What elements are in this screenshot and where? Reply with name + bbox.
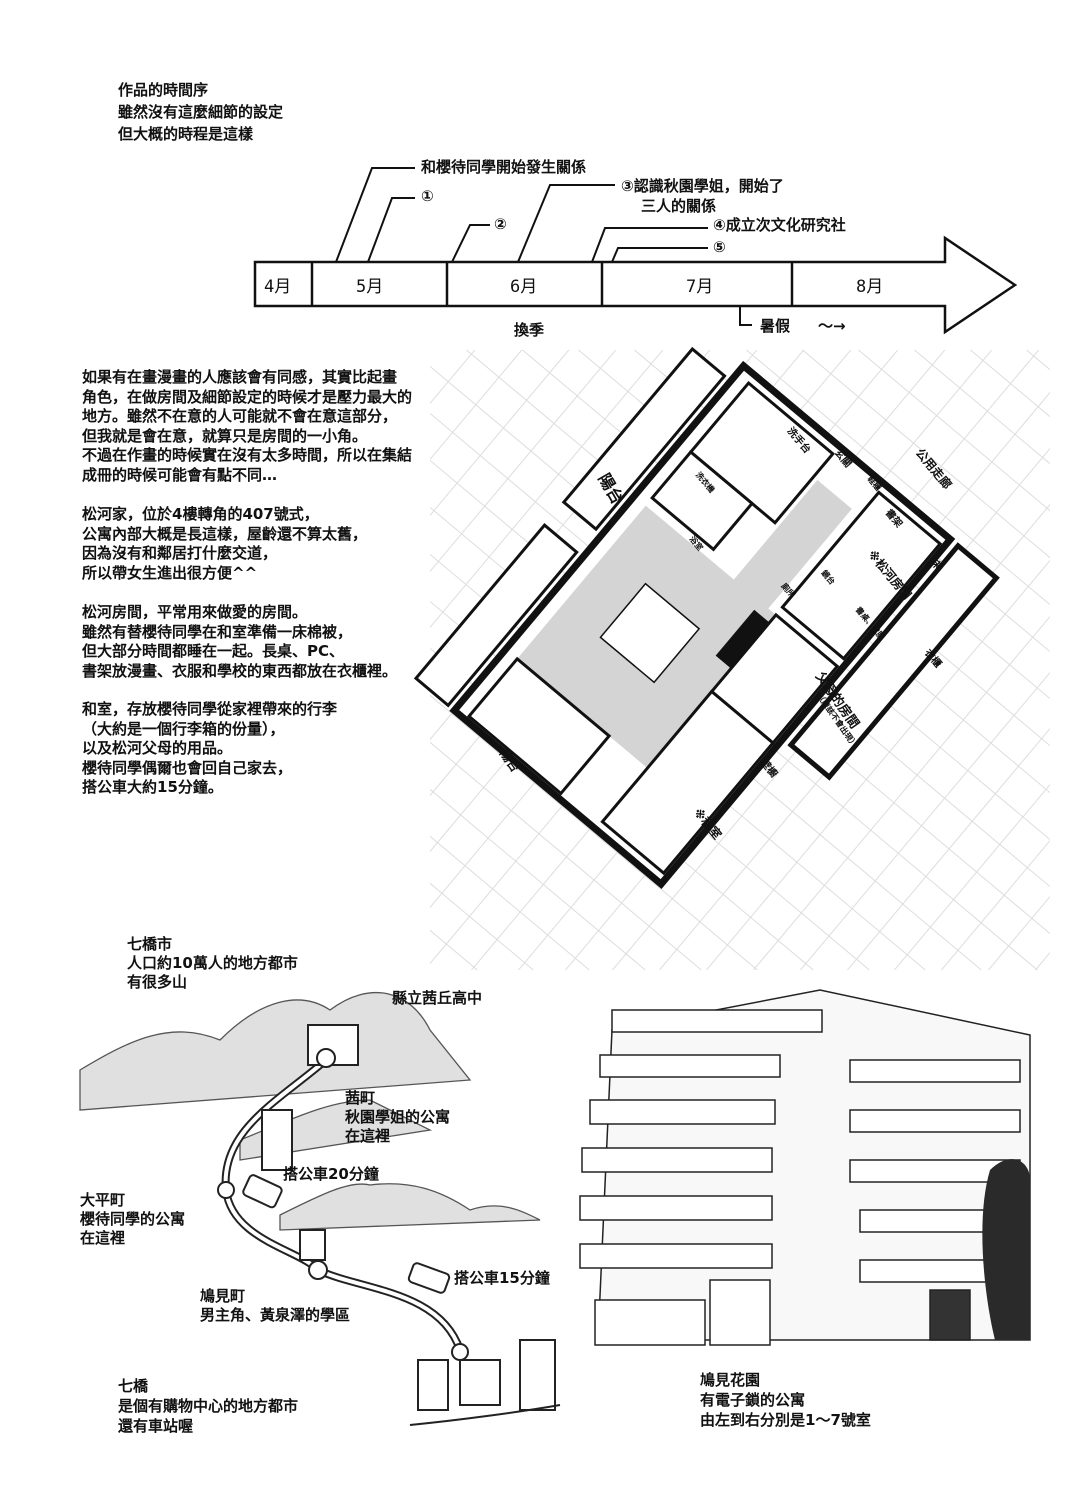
grid-line [430, 350, 837, 834]
grid-line [430, 592, 927, 970]
header-line-2: 雖然沒有這麼細節的設定 [118, 103, 284, 121]
text-line: 和室，存放櫻待同學從家裡帶來的行李 [82, 700, 338, 718]
text-line: （大約是一個行李箱的份量）， [82, 719, 285, 738]
month-june: 6月 [510, 277, 538, 297]
map-nanahashi-desc-1: 是個有購物中心的地方都市 [118, 1397, 299, 1415]
month-april: 4月 [264, 277, 292, 297]
header-line-1: 作品的時間序 [118, 81, 209, 99]
tree [982, 1159, 1030, 1340]
map-city-desc-2: 有很多山 [127, 973, 188, 991]
map-school: 縣立茜丘高中 [392, 989, 483, 1007]
floor-plan-rooms [413, 346, 1000, 889]
summer-tilde: ～→ [818, 317, 846, 335]
timeline-arrow [253, 235, 1018, 335]
event-2: ② [494, 215, 507, 233]
month-july: 7月 [686, 277, 714, 297]
text-line: 成冊的時候可能會有點不同… [82, 465, 278, 484]
grid-line [588, 420, 1050, 970]
event-start: 和櫻待同學開始發生關係 [421, 158, 587, 176]
event-3-line-2: 三人的關係 [641, 197, 717, 215]
text-line: 以及松河父母的用品。 [82, 739, 233, 757]
grid-line [430, 350, 727, 741]
text-line: 搭公車大約15分鐘。 [82, 778, 223, 796]
season-change-label: 換季 [514, 321, 545, 339]
map-hatomi-town: 鳩見町 [200, 1287, 246, 1305]
grid-line [430, 509, 996, 970]
grid-line [430, 350, 782, 787]
map-nanahashi-desc-2: 還有車站喔 [118, 1417, 194, 1435]
map-akane-town: 茜町 [345, 1089, 376, 1107]
map-akane-desc-1: 秋園學姐的公寓 [345, 1108, 451, 1126]
grid-line [643, 466, 1050, 970]
map-taihei-desc-2: 在這裡 [80, 1229, 126, 1247]
text-line: 書架放漫畫、衣服和學校的東西都放在衣櫃裡。 [82, 661, 398, 680]
grid-line [522, 350, 1050, 776]
text-line: 地方。雖然不在意的人可能就不會在意這部分， [82, 407, 398, 425]
event-1: ① [421, 187, 434, 205]
grid-line [615, 443, 1050, 970]
text-line: 雖然有替櫻待同學在和室準備一床棉被， [82, 622, 353, 641]
building-name: 鳩見花園 [700, 1371, 761, 1389]
grid-line [545, 350, 1050, 749]
paragraph-washitsu: 和室，存放櫻待同學從家裡帶來的行李 （大約是一個行李箱的份量）， 以及松河父母的… [82, 700, 337, 798]
event-3-line-1: ③認識秋園學姐，開始了 [621, 177, 784, 195]
grid-line [499, 350, 1050, 804]
grid-line [568, 350, 1050, 721]
text-line: 因為沒有和鄰居打什麼交道， [82, 544, 278, 562]
grid-line [430, 350, 810, 810]
header-line-3: 但大概的時程是這樣 [118, 125, 254, 143]
paragraph-matsukawa-home: 松河家，位於4樓轉角的407號式， 公寓內部大概是長這樣，屋齡還不算太舊， 因為… [82, 505, 367, 583]
grid-line [726, 536, 1050, 970]
summer-break-label: 暑假 [760, 317, 791, 335]
text-line: 松河房間，平常用來做愛的房間。 [82, 603, 308, 621]
month-august: 8月 [856, 277, 884, 297]
map-taihei-desc-1: 櫻待同學的公寓 [80, 1210, 186, 1228]
grid-line [430, 481, 1019, 970]
building-desc-2: 由左到右分別是1～7號室 [700, 1411, 871, 1429]
grid-line [670, 490, 1050, 970]
map-hatomi-desc: 男主角、黃泉澤的學區 [200, 1306, 351, 1324]
map-nanahashi: 七橋 [118, 1377, 149, 1395]
text-line: 所以帶女生進出很方便^^ [82, 563, 258, 582]
text-line: 不過在作畫的時候實在沒有太多時間，所以在集結 [82, 446, 413, 464]
map-city-title: 七橋市 [127, 935, 173, 953]
grid-line [753, 559, 1050, 970]
text-line: 但大部分時間都睡在一起。長桌、PC、 [82, 642, 345, 660]
map-city-desc-1: 人口約10萬人的地方都市 [127, 954, 298, 972]
map-bus-15: 搭公車15分鐘 [454, 1269, 550, 1287]
building-desc-1: 有電子鎖的公寓 [700, 1391, 806, 1409]
map-bus-20: 搭公車20分鐘 [283, 1165, 379, 1183]
paragraph-matsukawa-room: 松河房間，平常用來做愛的房間。 雖然有替櫻待同學在和室準備一床棉被， 但大部分時… [82, 603, 397, 681]
month-may: 5月 [356, 277, 384, 297]
grid-line [476, 350, 1050, 832]
map-taihei-town: 大平町 [80, 1191, 126, 1209]
text-line: 松河家，位於4樓轉角的407號式， [82, 505, 319, 523]
text-line: 如果有在畫漫畫的人應該會有同感，其實比起畫 [82, 368, 398, 386]
event-4: ④成立次文化研究社 [713, 216, 846, 234]
map-akane-desc-2: 在這裡 [345, 1127, 391, 1145]
paragraph-intro: 如果有在畫漫畫的人應該會有同感，其實比起畫 角色，在做房間及細節設定的時候才是壓… [82, 368, 412, 485]
grid-line [698, 513, 1050, 970]
text-line: 角色，在做房間及細節設定的時候才是壓力最大的 [82, 387, 413, 406]
grid-line [430, 350, 754, 764]
grid-line [430, 564, 950, 970]
text-line: 公寓內部大概是長這樣，屋齡還不算太舊， [82, 524, 368, 543]
event-5: ⑤ [713, 238, 726, 256]
text-line: 但我就是會在意，就算只是房間的一小角。 [82, 426, 368, 445]
grid-line [430, 536, 973, 970]
text-line: 櫻待同學偶爾也會回自己家去， [82, 758, 293, 777]
